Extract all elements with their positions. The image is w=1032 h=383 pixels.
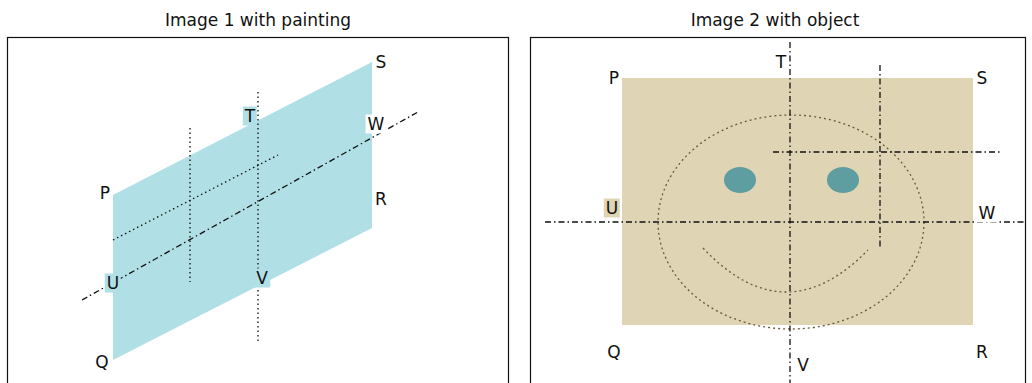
corner-label: P bbox=[607, 69, 621, 88]
panel-title: Image 2 with object bbox=[689, 11, 862, 30]
object bbox=[622, 78, 973, 325]
axis-line bbox=[113, 155, 278, 240]
painting bbox=[113, 62, 372, 360]
left-frame bbox=[8, 38, 509, 383]
point-label: U bbox=[105, 274, 121, 293]
corner-label: S bbox=[975, 69, 990, 88]
point-label: W bbox=[366, 115, 387, 134]
axis-line bbox=[189, 128, 190, 282]
point-label: T bbox=[243, 107, 257, 126]
axis-line bbox=[879, 65, 880, 248]
point-label: T bbox=[774, 53, 788, 72]
corner-label: P bbox=[98, 184, 112, 203]
axis-line bbox=[82, 112, 418, 300]
corner-label: S bbox=[374, 53, 389, 72]
axis-line bbox=[789, 42, 790, 383]
point-label: V bbox=[795, 356, 811, 375]
smile bbox=[703, 248, 868, 292]
corner-label: Q bbox=[93, 353, 110, 372]
eye bbox=[724, 167, 756, 193]
right-frame bbox=[531, 38, 1026, 383]
corner-label: R bbox=[974, 343, 990, 362]
axis-line bbox=[545, 221, 1025, 222]
axis-line bbox=[257, 92, 258, 342]
corner-label: R bbox=[373, 190, 389, 209]
point-label: V bbox=[254, 269, 270, 288]
corner-label: Q bbox=[605, 343, 622, 362]
panel-title: Image 1 with painting bbox=[163, 11, 353, 30]
point-label: U bbox=[604, 199, 620, 218]
point-label: W bbox=[977, 204, 998, 223]
eye bbox=[827, 167, 859, 193]
axis-line bbox=[773, 151, 1000, 152]
